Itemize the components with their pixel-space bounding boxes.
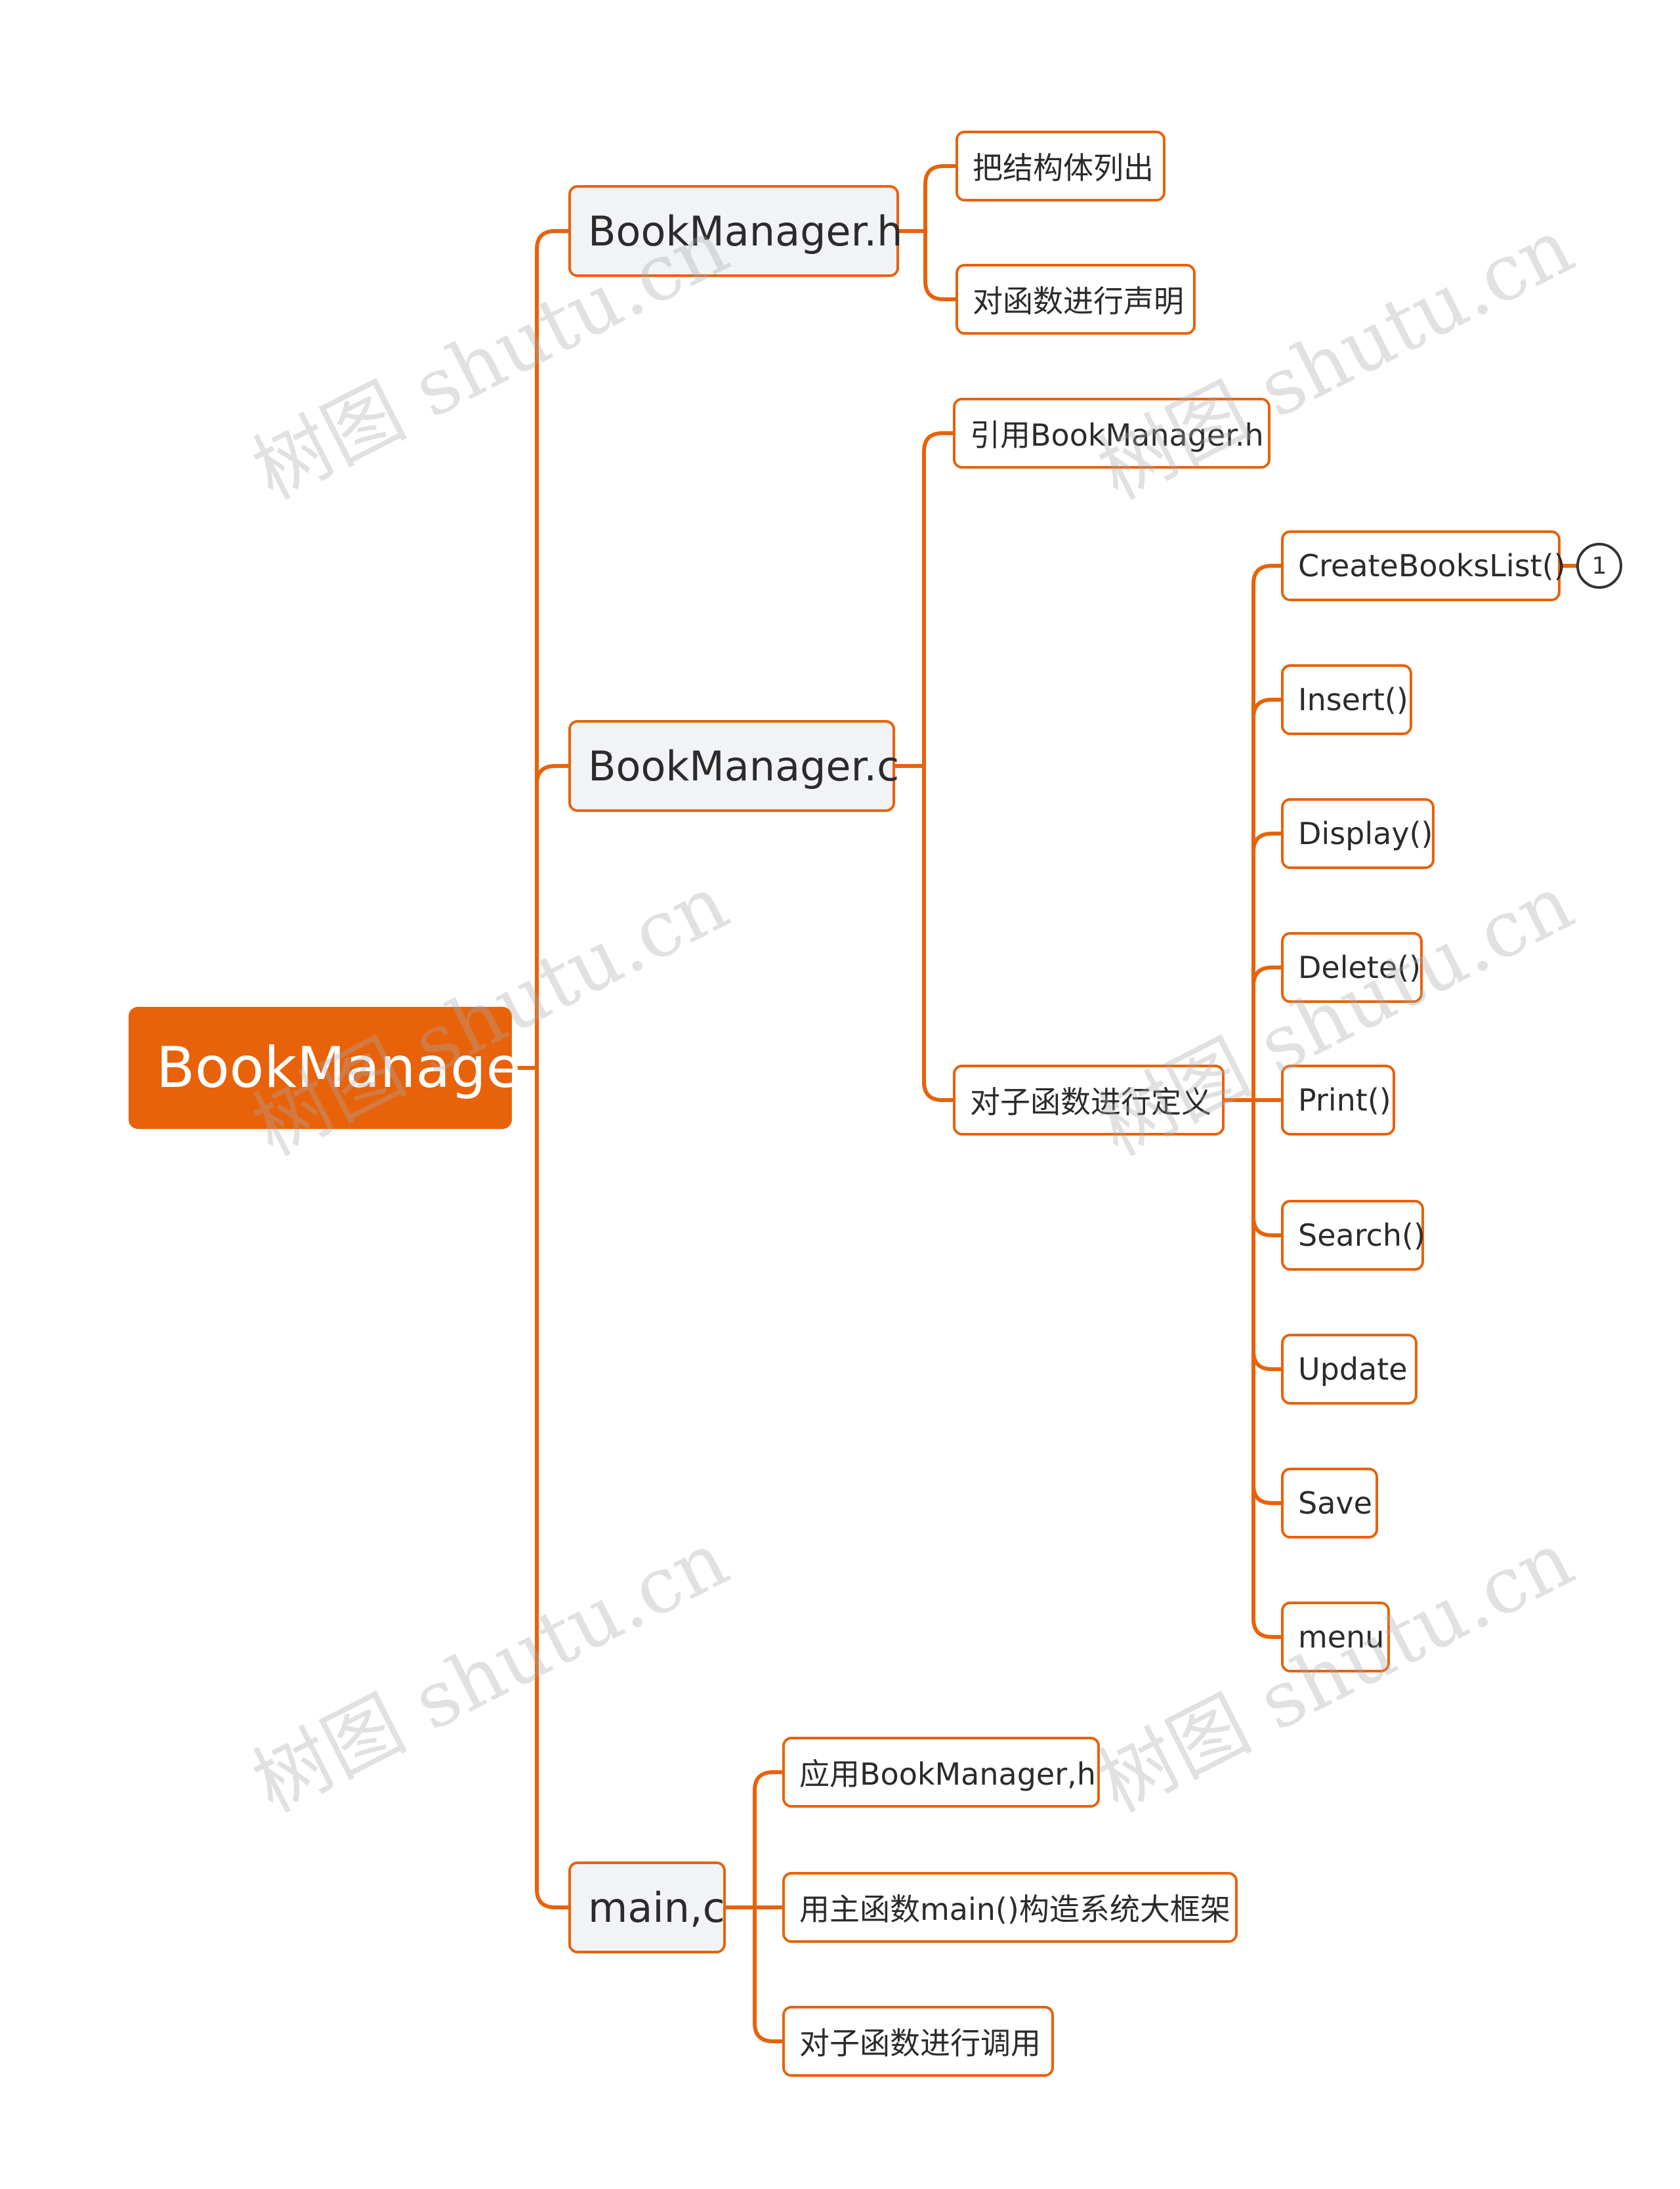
branch-label: BookManager.c [588,742,900,790]
branch-label: main,c [588,1883,725,1932]
leaf-update[interactable]: Update [1281,1334,1418,1405]
branch-bookmanager-h[interactable]: BookManager.h [568,185,903,277]
leaf-insert[interactable]: Insert() [1281,664,1412,735]
leaf-label: 对子函数进行调用 [799,2026,1041,2061]
leaf-display[interactable]: Display() [1281,798,1435,869]
leaf-declare-functions[interactable]: 对函数进行声明 [956,264,1196,335]
connector-main-child-1 [753,1770,784,1909]
connector-root-main-c [535,1066,570,1909]
leaf-search[interactable]: Search() [1281,1200,1425,1271]
connector-main-child-3 [753,1905,784,2043]
leaf-create-books-list[interactable]: CreateBooksList() [1281,530,1566,601]
leaf-label: 用主函数main()构造系统大框架 [799,1892,1230,1927]
leaf-label: Insert() [1298,682,1408,717]
leaf-call-subfunctions[interactable]: 对子函数进行调用 [782,2006,1054,2077]
branch-label: BookManager.h [588,207,903,255]
marker-label: 1 [1591,552,1607,580]
branch-bookmanager-c[interactable]: BookManager.c [568,720,899,812]
leaf-label: Search() [1298,1218,1425,1253]
leaf-delete[interactable]: Delete() [1281,932,1423,1003]
connector-def-child-1 [1251,564,1283,1102]
leaf-label: 应用BookManager,h [799,1756,1096,1792]
connector-h-child-2 [923,229,957,301]
connector-def-child-3 [1251,832,1283,1102]
leaf-menu[interactable]: menu [1281,1602,1390,1672]
connector-h-child-1 [923,164,957,233]
leaf-label: CreateBooksList() [1298,548,1566,584]
leaf-apply-header[interactable]: 应用BookManager,h [782,1737,1100,1808]
leaf-label: Save [1298,1485,1372,1521]
leaf-define-subfunctions[interactable]: 对子函数进行定义 [953,1065,1225,1136]
branch-main-c[interactable]: main,c [568,1861,726,1953]
leaf-label: Delete() [1298,950,1421,985]
root-label: BookManage [156,1035,521,1101]
leaf-main-framework[interactable]: 用主函数main()构造系统大框架 [782,1872,1238,1943]
connector-def-child-2 [1251,698,1283,1102]
connector-def-child-4 [1251,966,1283,1102]
connector-c-child-2 [922,764,955,1102]
leaf-label: Print() [1298,1082,1391,1118]
marker-number-badge: 1 [1576,543,1622,589]
leaf-label: 把结构体列出 [973,150,1154,186]
connector-root-bookmanager-c [535,764,570,1070]
leaf-list-structs[interactable]: 把结构体列出 [956,131,1166,202]
leaf-print[interactable]: Print() [1281,1065,1395,1136]
leaf-label: 引用BookManager.h [970,417,1264,453]
root-node[interactable]: BookManage [129,1007,521,1129]
leaf-label: 对函数进行声明 [973,284,1184,319]
leaf-label: menu [1298,1619,1385,1655]
leaf-save[interactable]: Save [1281,1468,1378,1539]
leaf-include-header[interactable]: 引用BookManager.h [953,398,1270,469]
connector-c-child-1 [922,431,955,768]
leaf-label: Display() [1298,816,1433,851]
connector-def-child-6 [1251,1098,1283,1237]
leaf-label: Update [1298,1351,1408,1387]
leaf-label: 对子函数进行定义 [970,1084,1211,1120]
connector-def-child-8 [1251,1098,1283,1505]
connector-def-child-9 [1251,1098,1283,1639]
connector-root-bookmanager-h [535,229,570,1070]
